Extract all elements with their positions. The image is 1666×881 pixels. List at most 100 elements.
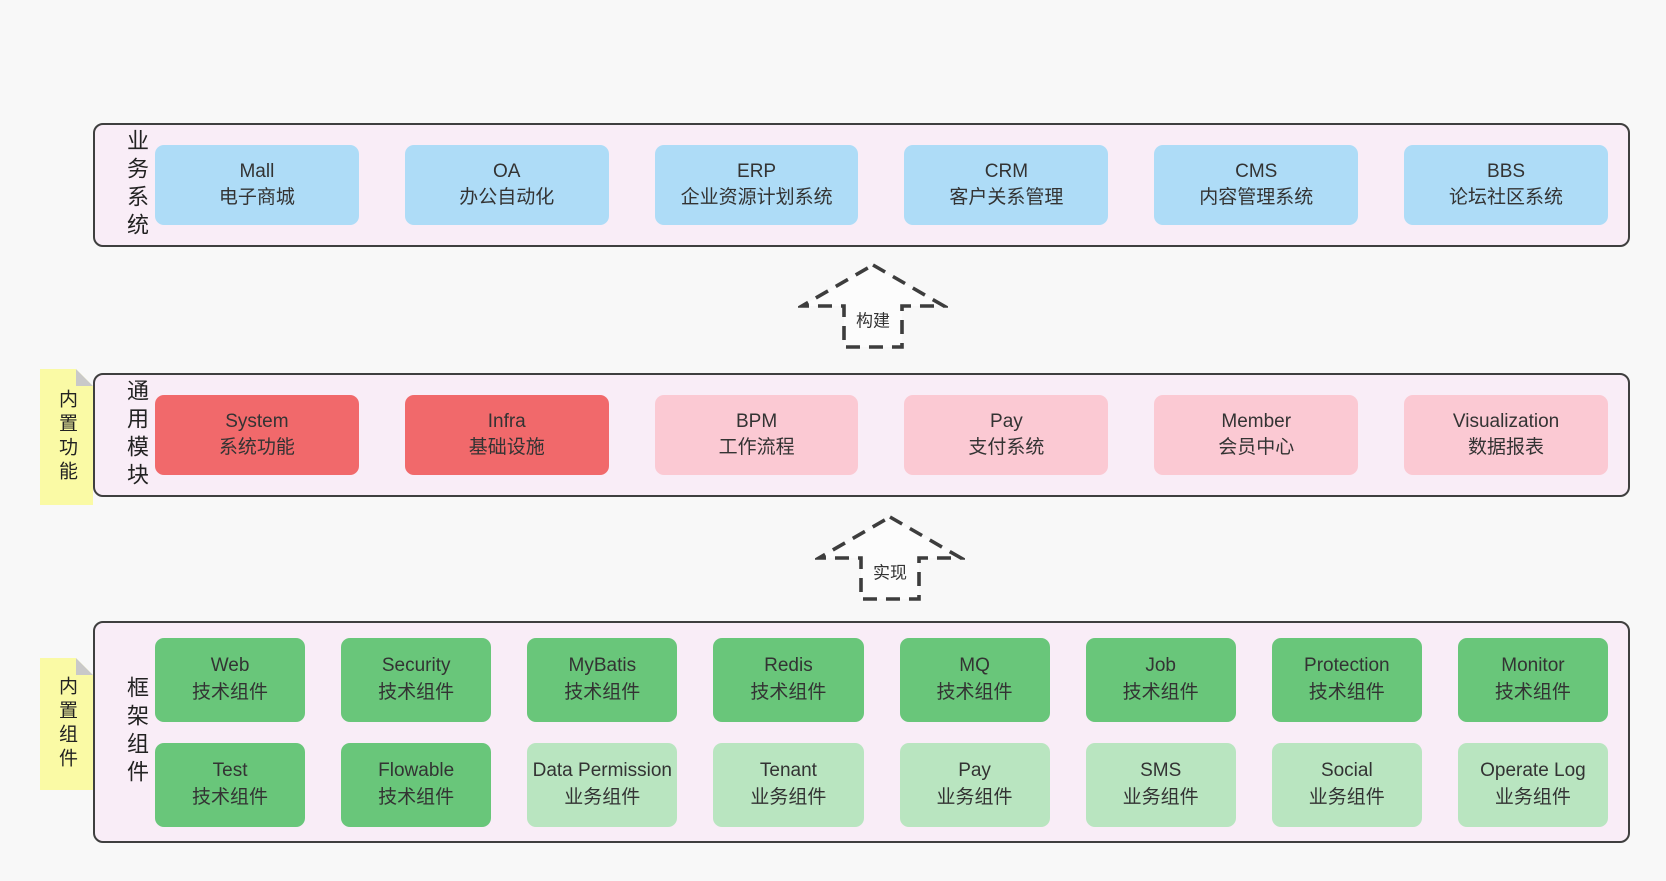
card-subtitle: 工作流程	[718, 437, 795, 458]
card-subtitle: 技术组件	[192, 786, 269, 808]
card-pay: Pay 支付系统	[904, 395, 1109, 475]
card-subtitle: 办公自动化	[459, 187, 555, 208]
card-mybatis: MyBatis 技术组件	[527, 637, 678, 722]
card-test: Test 技术组件	[155, 742, 306, 827]
card-mq: MQ 技术组件	[899, 637, 1050, 722]
card-bbs: BBS 论坛社区系统	[1404, 145, 1608, 225]
card-tenant: Tenant 业务组件	[713, 742, 864, 827]
card-infra: Infra 基础设施	[404, 395, 609, 475]
card-bpm: BPM 工作流程	[654, 395, 859, 475]
card-subtitle: 内容管理系统	[1199, 187, 1314, 208]
card-title: Tenant	[759, 760, 817, 782]
card-subtitle: 业务组件	[1494, 786, 1571, 808]
card-protection: Protection 技术组件	[1271, 637, 1422, 722]
card-title: MyBatis	[568, 655, 637, 677]
card-job: Job 技术组件	[1085, 637, 1236, 722]
card-subtitle: 技术组件	[378, 786, 455, 808]
implement-arrow-label: 实现	[870, 557, 910, 585]
card-sms: SMS 业务组件	[1085, 742, 1236, 827]
card-subtitle: 技术组件	[378, 681, 455, 703]
card-title: Redis	[764, 655, 813, 677]
card-title: CRM	[984, 160, 1029, 182]
note-label: 内置功能	[56, 389, 77, 485]
module-cards: System 系统功能 Infra 基础设施 BPM 工作流程 Pay 支付系统…	[155, 395, 1608, 475]
card-title: ERP	[737, 160, 777, 182]
card-monitor: Monitor 技术组件	[1457, 637, 1608, 722]
card-subtitle: 技术组件	[750, 681, 827, 703]
card-pay-biz: Pay 业务组件	[899, 742, 1050, 827]
card-title: MQ	[959, 655, 990, 677]
card-security: Security 技术组件	[341, 637, 492, 722]
card-title: Mall	[239, 160, 275, 182]
band-label-common-modules: 通用模块	[124, 379, 149, 491]
card-subtitle: 会员中心	[1218, 437, 1295, 458]
card-title: Pay	[990, 410, 1023, 432]
card-title: Visualization	[1452, 410, 1560, 432]
card-subtitle: 基础设施	[468, 437, 545, 458]
card-title: System	[225, 410, 289, 432]
band-label-business-systems: 业务系统	[124, 129, 149, 241]
card-cms: CMS 内容管理系统	[1154, 145, 1359, 225]
card-subtitle: 业务组件	[1308, 786, 1385, 808]
card-subtitle: 电子商城	[218, 187, 295, 208]
card-subtitle: 技术组件	[936, 681, 1013, 703]
band-common-modules: 通用模块 System 系统功能 Infra 基础设施 BPM 工作流程 Pay…	[93, 373, 1630, 497]
card-mall: Mall 电子商城	[155, 145, 359, 225]
note-label: 内置组件	[56, 676, 77, 772]
card-redis: Redis 技术组件	[713, 637, 864, 722]
card-title: Data Permission	[532, 760, 672, 782]
card-title: Job	[1145, 655, 1176, 677]
card-data-permission: Data Permission 业务组件	[527, 742, 678, 827]
card-subtitle: 业务组件	[936, 786, 1013, 808]
card-subtitle: 支付系统	[968, 437, 1045, 458]
card-title: Infra	[487, 410, 526, 432]
card-subtitle: 系统功能	[218, 437, 295, 458]
sticky-note-built-in-features: 内置功能	[40, 369, 93, 505]
card-title: Operate Log	[1480, 760, 1586, 782]
card-subtitle: 业务组件	[564, 786, 641, 808]
card-operate-log: Operate Log 业务组件	[1457, 742, 1608, 827]
card-flowable: Flowable 技术组件	[341, 742, 492, 827]
component-cards: Web 技术组件 Security 技术组件 MyBatis 技术组件 Redi…	[155, 637, 1608, 827]
card-visualization: Visualization 数据报表	[1404, 395, 1608, 475]
card-subtitle: 技术组件	[1308, 681, 1385, 703]
card-title: Security	[381, 655, 451, 677]
card-title: Member	[1221, 410, 1292, 432]
card-subtitle: 技术组件	[192, 681, 269, 703]
card-erp: ERP 企业资源计划系统	[654, 145, 859, 225]
card-title: Flowable	[378, 760, 455, 782]
card-subtitle: 论坛社区系统	[1449, 187, 1564, 208]
card-oa: OA 办公自动化	[404, 145, 609, 225]
card-crm: CRM 客户关系管理	[904, 145, 1109, 225]
card-title: OA	[493, 160, 521, 182]
card-title: Web	[210, 655, 250, 677]
card-web: Web 技术组件	[155, 637, 306, 722]
build-arrow-label: 构建	[853, 305, 893, 333]
sticky-note-built-in-components: 内置组件	[40, 658, 93, 790]
card-title: SMS	[1140, 760, 1182, 782]
card-subtitle: 客户关系管理	[949, 187, 1064, 208]
card-title: BBS	[1487, 160, 1526, 182]
card-subtitle: 技术组件	[1494, 681, 1571, 703]
card-title: Protection	[1304, 655, 1390, 677]
card-subtitle: 业务组件	[750, 786, 827, 808]
card-title: Test	[212, 760, 248, 782]
card-title: Pay	[958, 760, 991, 782]
build-arrow: 构建	[798, 262, 948, 350]
business-cards: Mall 电子商城 OA 办公自动化 ERP 企业资源计划系统 CRM 客户关系…	[155, 145, 1608, 225]
card-title: CMS	[1235, 160, 1278, 182]
card-subtitle: 企业资源计划系统	[680, 187, 833, 208]
card-system: System 系统功能	[155, 395, 359, 475]
band-business-systems: 业务系统 Mall 电子商城 OA 办公自动化 ERP 企业资源计划系统 CRM…	[93, 123, 1630, 247]
card-member: Member 会员中心	[1154, 395, 1359, 475]
implement-arrow: 实现	[815, 514, 965, 602]
band-label-framework-components: 框架组件	[124, 676, 149, 788]
card-subtitle: 业务组件	[1122, 786, 1199, 808]
card-subtitle: 数据报表	[1468, 437, 1545, 458]
card-title: Social	[1320, 760, 1373, 782]
card-title: Monitor	[1501, 655, 1565, 677]
card-subtitle: 技术组件	[564, 681, 641, 703]
card-subtitle: 技术组件	[1122, 681, 1199, 703]
card-social: Social 业务组件	[1271, 742, 1422, 827]
